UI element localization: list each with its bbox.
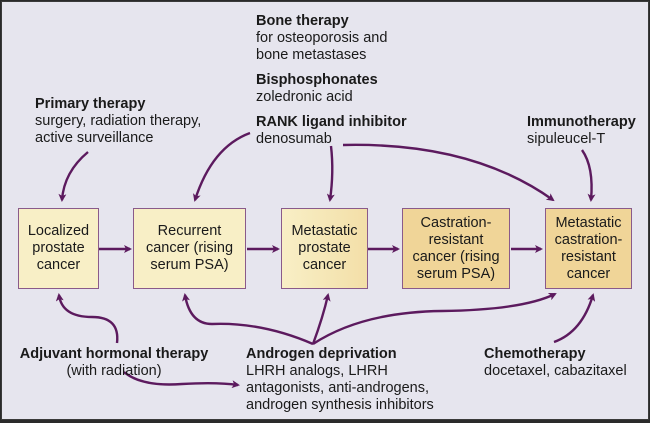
rank-title: RANK ligand inhibitor [256, 114, 407, 130]
primary-therapy-line-1: surgery, radiation therapy, [35, 113, 202, 129]
primary-therapy-title: Primary therapy [35, 96, 146, 112]
bisphosphonates-line-1: zoledronic acid [256, 89, 353, 105]
arrow-androgen-to-metastatic [311, 293, 331, 345]
arrow-androgen-to-mcrpc [312, 292, 557, 346]
box-localized-prostate-cancer: Localized prostate cancer [18, 208, 99, 289]
box-text: Localized prostate cancer [27, 223, 90, 273]
arrow-immunotherapy-to-mcrpc [581, 149, 596, 202]
androgen-line-3: androgen synthesis inhibitors [246, 397, 434, 413]
immunotherapy-title: Immunotherapy [527, 114, 636, 130]
adjuvant-line-1: (with radiation) [66, 363, 162, 379]
bisphosphonates-title: Bisphosphonates [256, 72, 378, 88]
label-immunotherapy: Immunotherapy sipuleucel-T [527, 114, 636, 148]
box-castration-resistant-cancer: Castration-resistant cancer (rising seru… [402, 208, 510, 289]
arrow-denosumab-to-metastatic [326, 145, 335, 202]
androgen-line-2: antagonists, anti-androgens, [246, 380, 429, 396]
androgen-title: Androgen deprivation [246, 346, 397, 362]
bone-therapy-line-2: bone metastases [256, 47, 367, 63]
arrow-primary-to-localized [58, 151, 89, 202]
label-bisphosphonates: Bisphosphonates zoledronic acid [256, 72, 378, 106]
arrow-adjuvant-to-localized [55, 293, 119, 344]
label-chemotherapy: Chemotherapy docetaxel, cabazitaxel [484, 346, 627, 380]
box-text: Metastatic castration-resistant cancer [554, 214, 623, 282]
label-rank-ligand-inhibitor: RANK ligand inhibitor denosumab [256, 114, 407, 148]
bone-therapy-title: Bone therapy [256, 13, 349, 29]
rank-line-1: denosumab [256, 131, 332, 147]
adjuvant-title: Adjuvant hormonal therapy [19, 346, 209, 362]
chemo-line-1: docetaxel, cabazitaxel [484, 363, 627, 379]
label-bone-therapy: Bone therapy for osteoporosis and bone m… [256, 13, 387, 64]
box-recurrent-cancer: Recurrent cancer (rising serum PSA) [133, 208, 246, 289]
label-androgen-deprivation: Androgen deprivation LHRH analogs, LHRH … [246, 346, 434, 414]
arrow-androgen-to-recurrent [182, 293, 314, 346]
box-metastatic-castration-resistant-cancer: Metastatic castration-resistant cancer [545, 208, 632, 289]
arrow-denosumab-to-mcrpc [342, 143, 555, 202]
box-text: Recurrent cancer (rising serum PSA) [145, 223, 234, 273]
immunotherapy-line-1: sipuleucel-T [527, 131, 606, 147]
chemo-title: Chemotherapy [484, 346, 586, 362]
primary-therapy-line-2: active surveillance [35, 130, 154, 146]
box-metastatic-prostate-cancer: Metastatic prostate cancer [281, 208, 368, 289]
androgen-line-1: LHRH analogs, LHRH [246, 363, 388, 379]
box-text: Castration-resistant cancer (rising seru… [412, 214, 500, 282]
label-adjuvant-hormonal-therapy: Adjuvant hormonal therapy (with radiatio… [14, 346, 214, 380]
box-text: Metastatic prostate cancer [291, 223, 358, 273]
label-primary-therapy: Primary therapy surgery, radiation thera… [35, 96, 201, 147]
arrow-denosumab-to-recurrent [193, 131, 251, 202]
arrow-chemo-to-mcrpc [553, 293, 596, 344]
bone-therapy-line-1: for osteoporosis and [256, 30, 388, 46]
